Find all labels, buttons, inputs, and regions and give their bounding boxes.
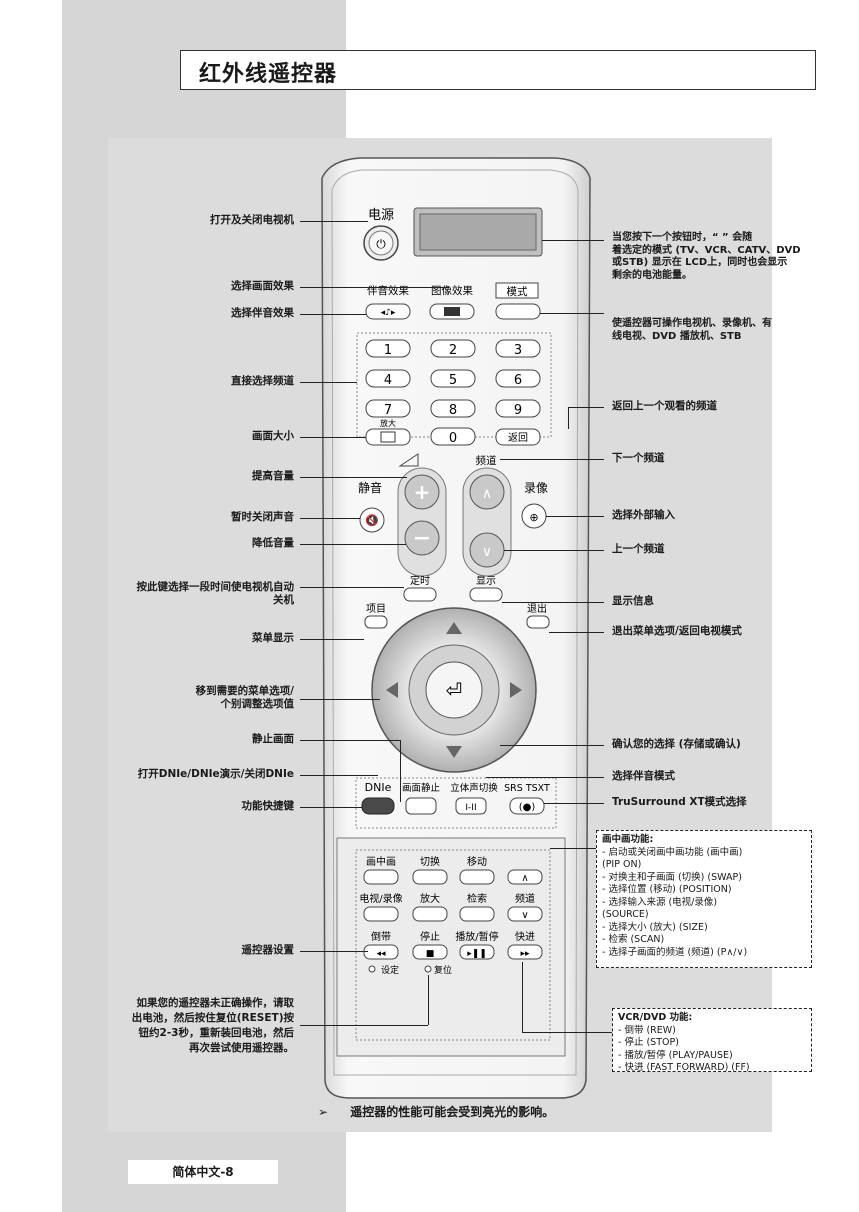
label-mode: 使遥控器可操作电视机、录像机、有 线电视、DVD 播放机、STB (612, 318, 772, 342)
label-volume-up: 提高音量 (252, 470, 294, 482)
label-remote-setup: 遥控器设置 (241, 944, 295, 956)
vcr-dvd-function-box: VCR/DVD 功能: - 倒带 (REW) - 停止 (STOP) - 播放/… (612, 1008, 812, 1073)
svg-text:∧: ∧ (521, 873, 528, 884)
svg-text:6: 6 (514, 373, 522, 388)
svg-text:快进: 快进 (515, 931, 535, 943)
svg-text:倒带: 倒带 (371, 931, 391, 943)
svg-text:8: 8 (449, 403, 457, 418)
label-function-hotkey: 功能快捷键 (241, 800, 295, 812)
reset-note: 如果您的遥控器未正确操作，请取 出电池，然后按住复位(RESET)按 钮约2-3… (131, 997, 294, 1054)
svg-text:SRS TSXT: SRS TSXT (504, 783, 550, 794)
svg-text:录像: 录像 (524, 481, 548, 495)
svg-text:静音: 静音 (358, 480, 382, 495)
footnote: ➢ 遥控器的性能可能会受到亮光的影响。 (318, 1103, 554, 1120)
svg-text:设定: 设定 (381, 964, 399, 976)
svg-text:7: 7 (384, 403, 392, 418)
svg-text:▸▸: ▸▸ (520, 949, 530, 959)
svg-text:显示: 显示 (476, 575, 496, 587)
svg-text:⏎: ⏎ (446, 678, 463, 702)
svg-text:检索: 检索 (467, 892, 487, 905)
svg-text:频道: 频道 (515, 892, 535, 905)
svg-text:切换: 切换 (420, 855, 440, 868)
svg-text:画面静止: 画面静止 (402, 782, 441, 794)
label-picture-size: 画面大小 (252, 430, 294, 442)
svg-text:1: 1 (384, 343, 392, 358)
svg-text:放大: 放大 (380, 418, 396, 428)
title-box: 红外线遥控器 (180, 50, 816, 90)
svg-text:频道: 频道 (476, 454, 497, 467)
svg-text:9: 9 (514, 403, 522, 418)
pip-function-box: 画中画功能: - 启动或关闭画中画功能 (画中画) (PIP ON) - 对换主… (596, 830, 812, 968)
svg-text:2: 2 (449, 343, 457, 358)
label-direct-channel: 直接选择频道 (231, 375, 294, 387)
page-title: 红外线遥控器 (199, 61, 338, 87)
label-enter: 确认您的选择 (存储或确认) (612, 738, 741, 750)
label-stereo: 选择伴音模式 (612, 770, 675, 782)
svg-text:◂◂: ◂◂ (376, 949, 386, 959)
svg-text:定时: 定时 (410, 574, 430, 587)
footnote-text: 遥控器的性能可能会受到亮光的影响。 (350, 1105, 555, 1119)
svg-text:播放/暂停: 播放/暂停 (455, 930, 498, 943)
mode-label: 模式 (507, 285, 528, 298)
label-exit: 退出菜单选项/返回电视模式 (612, 625, 742, 637)
svg-text:∨: ∨ (482, 544, 492, 560)
svg-text:返回: 返回 (508, 432, 528, 444)
svg-text:电视/录像: 电视/录像 (359, 892, 402, 905)
svg-text:放大: 放大 (420, 892, 440, 905)
svg-text:−: − (413, 526, 431, 551)
svg-text:∨: ∨ (521, 910, 528, 921)
label-srs: TruSurround XT模式选择 (612, 796, 747, 808)
label-sleep-timer: 按此键选择一段时间使电视机自动 关机 (136, 581, 295, 606)
svg-text:◂♪▸: ◂♪▸ (381, 308, 396, 318)
label-power: 打开及关闭电视机 (210, 214, 294, 226)
label-volume-down: 降低音量 (252, 537, 294, 549)
label-navigate: 移到需要的菜单选项/ 个别调整选项值 (195, 685, 294, 710)
label-channel-up: 下一个频道 (612, 452, 665, 464)
svg-text:(●): (●) (519, 802, 536, 813)
svg-text:退出: 退出 (527, 602, 547, 615)
svg-text:+: + (414, 480, 431, 504)
svg-text:▸❚❚: ▸❚❚ (467, 949, 487, 959)
power-label: 电源 (368, 208, 394, 223)
svg-text:停止: 停止 (420, 930, 440, 943)
svg-text:画中画: 画中画 (366, 855, 396, 868)
label-prev-channel: 返回上一个观看的频道 (612, 400, 717, 412)
svg-text:🔇: 🔇 (365, 514, 379, 527)
svg-text:DNIe: DNIe (365, 781, 392, 794)
label-menu: 菜单显示 (252, 632, 294, 644)
page-number: 简体中文-8 (128, 1160, 278, 1184)
power-symbol: ⏻ (376, 237, 386, 251)
svg-text:项目: 项目 (366, 603, 386, 615)
picture-effect-label: 图像效果 (431, 284, 473, 297)
svg-text:复位: 复位 (434, 964, 452, 976)
label-info: 显示信息 (612, 595, 654, 607)
svg-text:4: 4 (384, 373, 392, 388)
svg-text:移动: 移动 (467, 855, 487, 868)
svg-text:■: ■ (426, 949, 435, 959)
label-picture-effect: 选择画面效果 (231, 280, 294, 292)
label-source: 选择外部输入 (612, 509, 675, 521)
svg-text:∧: ∧ (482, 486, 492, 502)
svg-text:0: 0 (449, 431, 457, 446)
label-dnie: 打开DNIe/DNIe演示/关闭DNIe (137, 768, 294, 780)
label-still: 静止画面 (252, 733, 294, 745)
sound-effect-label: 伴音效果 (367, 284, 409, 297)
label-lcd: 当您按下一个按钮时，“ ” 会随 着选定的模式 (TV、VCR、CATV、DVD… (612, 232, 801, 281)
svg-text:⊕: ⊕ (529, 511, 538, 524)
svg-text:立体声切换: 立体声切换 (450, 782, 498, 794)
label-sound-effect: 选择伴音效果 (231, 307, 294, 319)
svg-text:I-II: I-II (465, 803, 476, 813)
svg-text:3: 3 (514, 343, 522, 358)
arrow-icon: ➢ (318, 1105, 329, 1119)
svg-text:5: 5 (449, 373, 457, 388)
label-mute: 暂时关闭声音 (231, 511, 294, 523)
label-channel-down: 上一个频道 (612, 543, 665, 555)
